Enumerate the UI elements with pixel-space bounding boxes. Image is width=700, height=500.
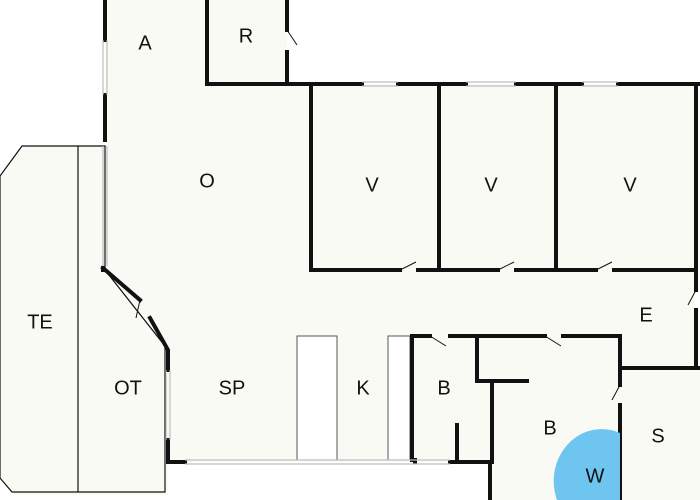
terrace-outline	[0, 145, 166, 493]
storage-floor	[620, 368, 700, 500]
terrace-floor	[0, 146, 168, 495]
label-s: S	[651, 425, 664, 447]
counter-right	[387, 335, 411, 461]
label-b1: B	[437, 377, 450, 399]
label-v1: V	[365, 174, 379, 196]
walls	[100, 0, 700, 500]
door-entry	[687, 289, 697, 306]
label-sp: SP	[219, 377, 246, 399]
label-k: K	[356, 377, 370, 399]
label-te: TE	[27, 311, 53, 333]
windows	[102, 40, 618, 465]
counter-left	[296, 335, 338, 461]
wc-circle	[553, 429, 620, 500]
kitchen-counters	[296, 335, 411, 461]
label-r: R	[239, 25, 253, 47]
door-v2	[497, 261, 515, 271]
door-terrace	[135, 299, 141, 319]
door-v3	[595, 261, 613, 271]
label-v2: V	[484, 174, 498, 196]
door-b1	[429, 335, 447, 347]
door-b2	[544, 335, 562, 347]
label-v3: V	[623, 174, 637, 196]
label-e: E	[639, 304, 652, 326]
label-w: W	[586, 465, 605, 487]
label-o: O	[199, 170, 215, 192]
room-r-floor	[207, 0, 287, 84]
main-floor	[105, 0, 695, 500]
label-a: A	[138, 32, 152, 54]
door-s	[611, 384, 621, 401]
doors	[135, 29, 697, 401]
door-r	[286, 29, 298, 46]
door-v1	[399, 261, 417, 271]
label-b2: B	[543, 417, 556, 439]
label-ot: OT	[114, 377, 142, 399]
room-labels: A R O V V V E TE OT SP K B B S W	[27, 25, 664, 487]
